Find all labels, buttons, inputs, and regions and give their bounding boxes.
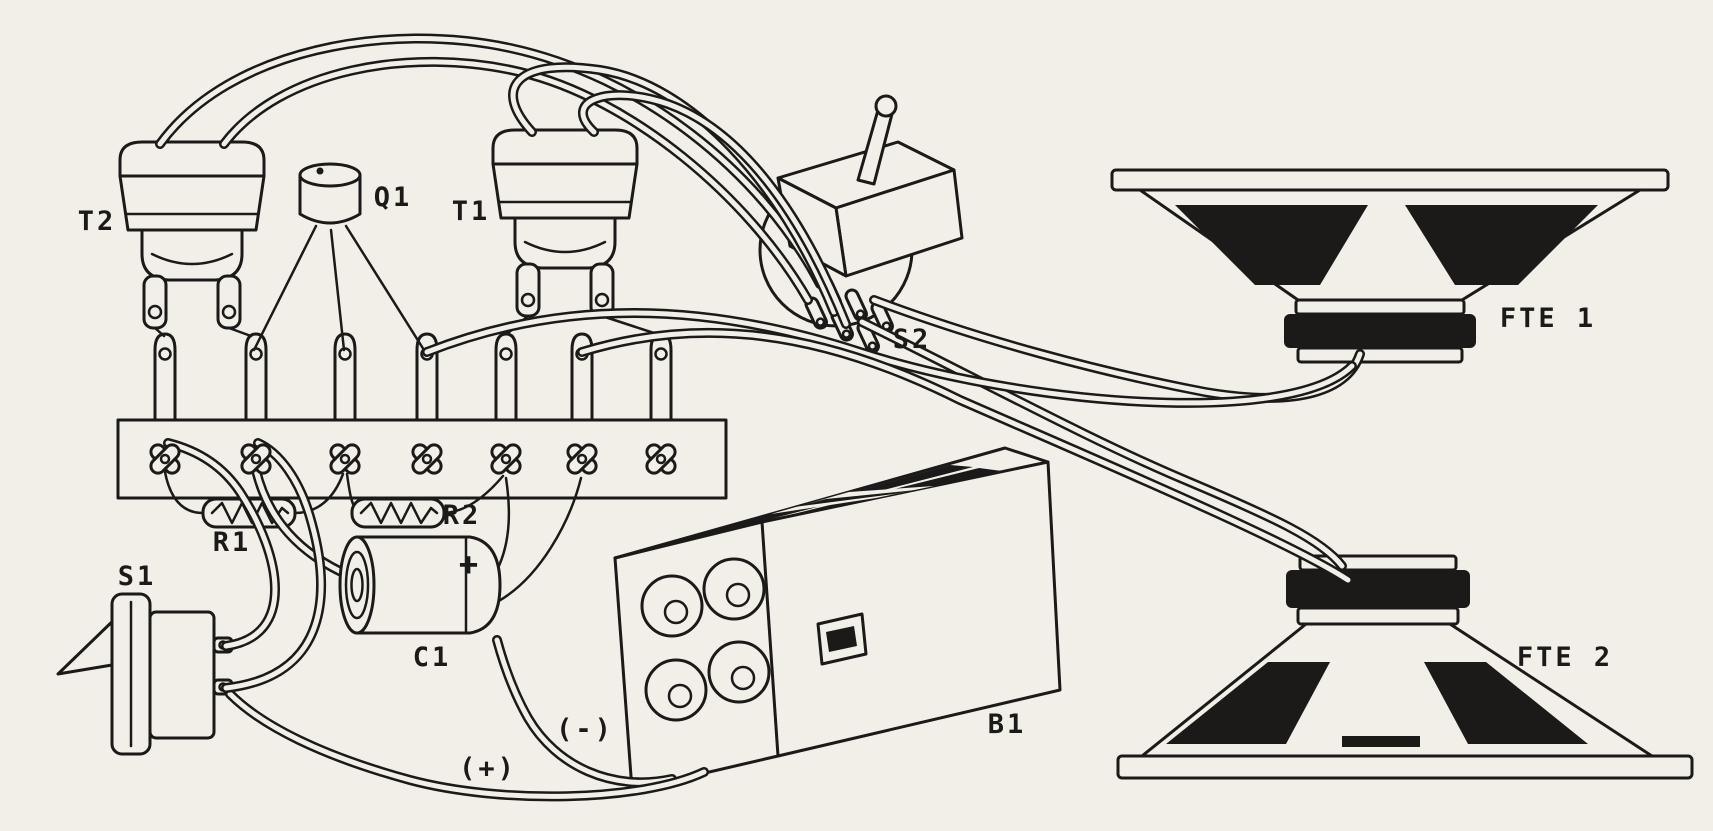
capacitor-c1	[338, 476, 583, 635]
label-fte1: FTE 1	[1500, 303, 1596, 334]
label-fte2: FTE 2	[1517, 642, 1613, 673]
speaker-fte1	[1110, 168, 1670, 364]
wire-t2-to-s2-a	[155, 33, 825, 289]
wire-strip-to-fte2	[577, 327, 1353, 585]
transistor-q1	[252, 162, 426, 352]
battery-holder-b1	[613, 446, 1062, 792]
wire-t2-to-s2-b	[219, 56, 813, 305]
wire-s1-to-lug2	[221, 438, 327, 693]
transformer-t2	[118, 140, 266, 330]
wire-lug2-to-c1	[251, 465, 355, 581]
wire-battery-minus	[492, 635, 677, 788]
wire-s1-to-lug1	[163, 438, 280, 651]
wire-battery-plus	[225, 689, 709, 802]
label-capacitor-plus: +	[459, 545, 481, 583]
wire-strip-to-fte1	[422, 308, 1357, 408]
label-battery-plus: (+)	[459, 753, 517, 784]
wire-s2-to-fte2	[857, 317, 1347, 571]
switch-s1	[56, 592, 234, 756]
label-b1: B1	[988, 709, 1027, 740]
label-c1: C1	[413, 642, 452, 673]
label-r2: R2	[443, 500, 482, 531]
label-t2: T2	[78, 206, 117, 237]
label-t1: T1	[452, 196, 491, 227]
toggle-switch-s2	[758, 94, 964, 356]
label-s2: S2	[893, 324, 932, 355]
resistor-r2	[345, 472, 505, 529]
label-s1: S1	[118, 561, 157, 592]
terminal-strip	[116, 332, 728, 500]
label-q1: Q1	[374, 182, 413, 213]
wire-t1-to-s2-a	[508, 62, 839, 317]
wire-t1-to-s2-b	[578, 90, 851, 329]
wire-s2-to-fte1	[869, 295, 1365, 403]
transformer-t1	[491, 128, 639, 318]
label-r1: R1	[213, 527, 252, 558]
labels: T2 Q1 T1 S2 FTE 1 R1 R2 C1 S1 B1 FTE 2 (…	[78, 182, 1613, 784]
label-battery-minus: (-)	[556, 714, 614, 745]
strip-solder-lugs	[149, 443, 677, 475]
speaker-fte2	[1116, 554, 1694, 780]
